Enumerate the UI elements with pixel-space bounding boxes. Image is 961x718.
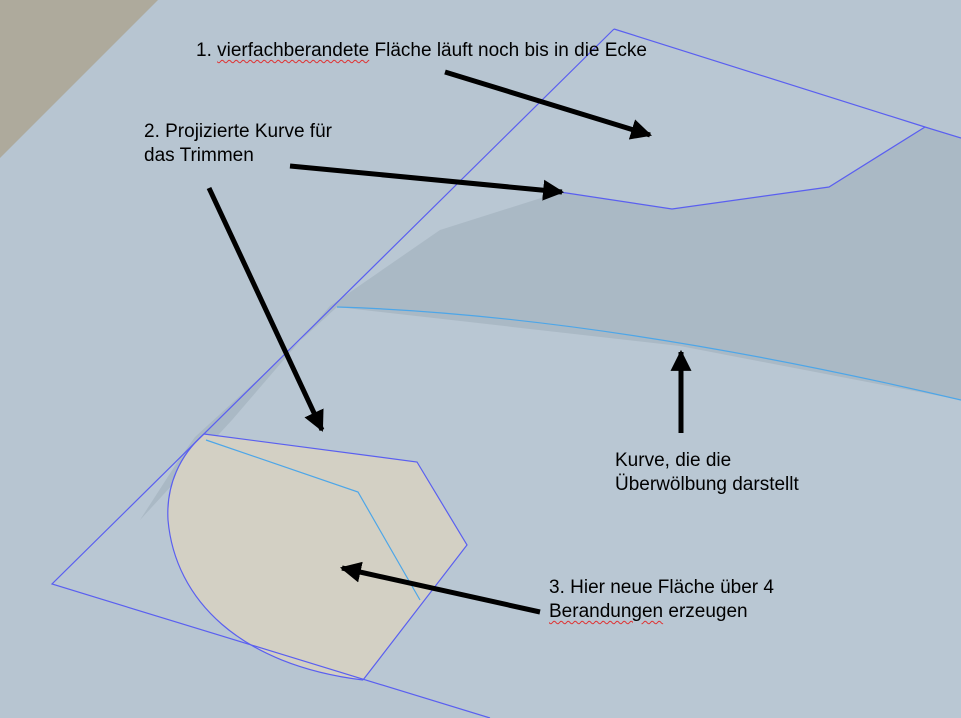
annotation-text: erzeugen [663,601,748,622]
annotation-projected-curve: 2. Projizierte Kurve für das Trimmen [144,120,332,168]
arrow-new-surface [339,561,541,615]
background-corner [0,0,158,158]
trimmed-surface-patch [167,434,467,680]
annotation-bulge-curve: Kurve, die die Überwölbung darstellt [615,449,799,497]
annotation-line: Berandungen erzeugen [549,600,774,624]
bulge-curve [336,306,961,401]
projected-trim-curve [559,126,926,210]
annotation-new-surface: 3. Hier neue Fläche über 4 Berandungen e… [549,576,774,624]
annotation-line: Kurve, die die [615,450,732,471]
shaded-surface-region [140,127,961,520]
annotation-text: Berandungen [549,601,664,622]
trim-patch-boundary [167,433,468,681]
annotation-line: 3. Hier neue Fläche über 4 [549,577,774,598]
annotation-line: 2. Projizierte Kurve für [144,121,332,142]
annotation-line: Überwölbung darstellt [615,474,799,495]
annotation-line: das Trimmen [144,145,254,166]
annotation-text: vierfachberandete [217,40,370,61]
surface-boundary-edge [50,28,615,718]
annotation-text: Fläche läuft noch bis in die Ecke [369,40,648,61]
arrow-note2-trim-curve [289,163,565,201]
annotation-quad-surface: 1. vierfachberandete Fläche läuft noch b… [196,39,647,63]
patch-inner-curve [205,439,421,601]
annotation-text: 1. [196,40,218,61]
arrow-note1 [444,69,653,140]
arrow-note2-patch [206,186,325,432]
